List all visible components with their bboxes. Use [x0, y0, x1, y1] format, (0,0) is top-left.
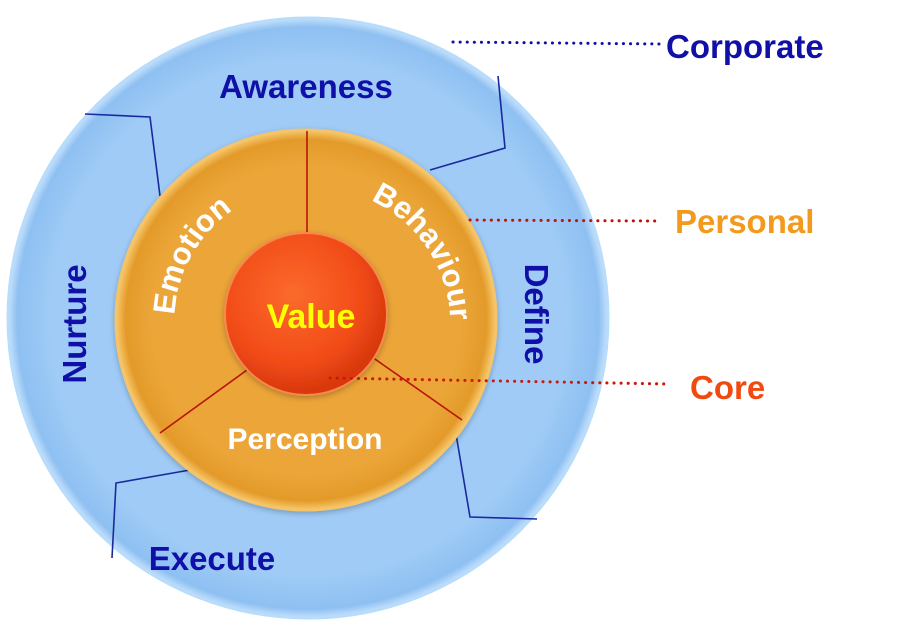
label-perception: Perception — [227, 423, 382, 456]
label-value: Value — [267, 298, 356, 336]
outer-bracket-lines — [84, 75, 538, 559]
bracket-top-right — [429, 75, 506, 171]
divider-bottom-right — [371, 356, 463, 421]
connector-core — [328, 376, 670, 386]
label-nurture: Nurture — [56, 264, 93, 383]
connector-personal — [468, 218, 657, 223]
legend-personal: Personal — [675, 203, 814, 240]
label-execute: Execute — [149, 540, 276, 577]
legend-corporate: Corporate — [666, 28, 824, 65]
legend-connectors — [328, 40, 670, 386]
legend-core: Core — [690, 369, 765, 406]
divider-bottom-left — [159, 369, 248, 434]
bracket-bottom-left — [111, 469, 191, 559]
bracket-top-left — [84, 113, 161, 197]
bracket-bottom-right — [455, 433, 538, 520]
sector-dividers — [159, 131, 463, 434]
label-define: Define — [518, 264, 555, 365]
connector-corporate — [451, 40, 662, 46]
core-circle — [224, 232, 388, 396]
label-awareness: Awareness — [219, 68, 393, 105]
